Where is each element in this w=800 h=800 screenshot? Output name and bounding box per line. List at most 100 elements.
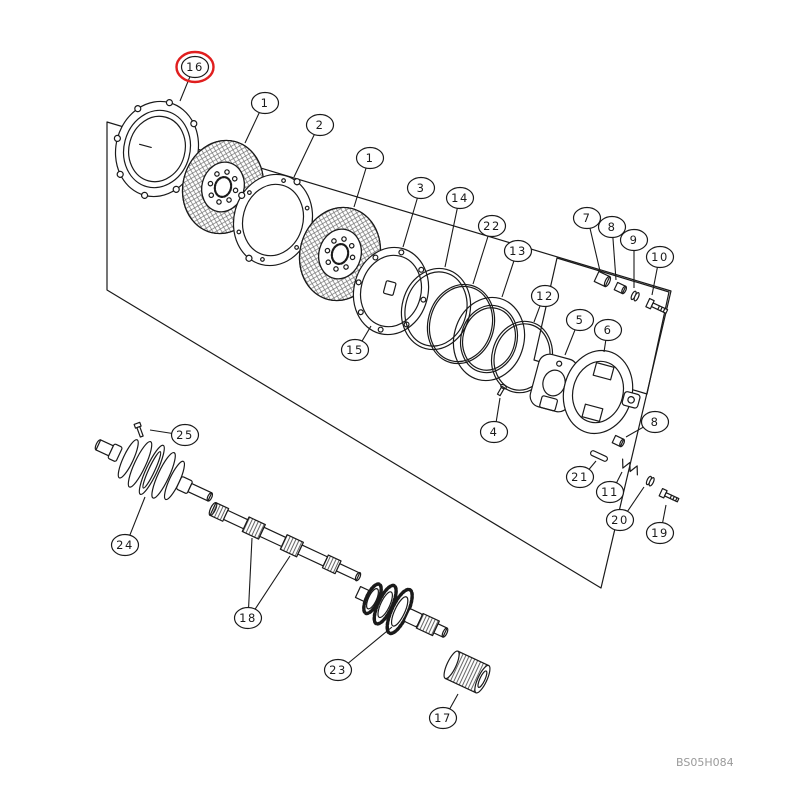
callout-number: 7 [583, 211, 592, 225]
callout-number: 8 [608, 220, 617, 234]
callout-number: 12 [536, 289, 554, 303]
callout-leader-line [444, 208, 458, 268]
callout-12: 12 [530, 284, 560, 323]
part-sleeve-7 [593, 270, 612, 288]
callout-23: 23 [323, 626, 393, 682]
callout-number: 13 [509, 244, 527, 258]
callout-5: 5 [564, 308, 595, 356]
callout-number: 11 [601, 485, 619, 499]
part-splined-shaft-18 [208, 501, 362, 582]
callout-20: 20 [605, 486, 645, 532]
hardware-box [533, 257, 670, 395]
callout-16: 16 [175, 50, 215, 102]
part-bolt-25 [133, 421, 144, 438]
part-bushing-8b [611, 434, 626, 448]
callout-balloon [572, 206, 602, 230]
callout-number: 4 [490, 425, 499, 439]
callout-leader-line [625, 426, 645, 438]
callout-10: 10 [645, 245, 675, 296]
callout-21: 21 [565, 460, 597, 489]
callout-leader-line [495, 397, 501, 422]
callout-balloon [503, 239, 533, 263]
part-washer-9 [630, 290, 640, 302]
callout-leader-line [293, 134, 315, 178]
callout-balloon [180, 55, 210, 79]
callout-balloon [530, 284, 560, 308]
part-washer-20 [645, 475, 655, 487]
callout-15: 15 [340, 325, 372, 362]
callout-number: 18 [239, 611, 257, 625]
callout-leader-line [615, 471, 623, 484]
callout-leader-line [347, 626, 393, 664]
callout-balloon [323, 658, 353, 682]
callout-leader-line [361, 325, 372, 342]
callout-leader-line [501, 260, 515, 298]
part-carrier-plate-6 [562, 349, 641, 435]
part-o-ring-22 [426, 283, 496, 365]
callout-balloon [593, 318, 623, 342]
callout-balloon [355, 146, 385, 170]
callout-number: 10 [651, 250, 669, 264]
callout-4: 4 [479, 397, 509, 444]
part-retainer-ring-13 [452, 296, 526, 382]
callout-balloon [170, 423, 200, 447]
callout-leader-line [533, 305, 541, 323]
callout-leader-line [662, 504, 667, 523]
callout-number: 25 [176, 428, 194, 442]
callout-number: 2 [316, 118, 325, 132]
callout-number: 20 [611, 513, 629, 527]
callout-balloon [445, 186, 475, 210]
callout-number: 9 [630, 233, 639, 247]
callout-19: 19 [645, 504, 675, 545]
part-bolt-10 [645, 297, 669, 314]
callout-leader-line [651, 267, 658, 296]
sheet-border [106, 121, 672, 589]
callout-1: 1 [244, 91, 280, 144]
callout-8: 8 [625, 410, 670, 438]
callout-balloon [595, 480, 625, 504]
callout-balloon [565, 308, 595, 332]
part-pinned-plate-3 [352, 246, 430, 336]
callout-17: 17 [428, 693, 459, 730]
callout-leader-line [589, 228, 601, 272]
callout-balloon [340, 338, 370, 362]
callout-number: 3 [417, 181, 426, 195]
callout-balloon [565, 465, 595, 489]
callout-number: 8 [651, 415, 660, 429]
callout-number: 24 [116, 538, 134, 552]
callout-24: 24 [110, 496, 146, 557]
part-spring-11 [622, 458, 638, 476]
callout-13: 13 [501, 239, 533, 298]
callout-balloon [645, 245, 675, 269]
callout-number: 16 [186, 60, 204, 74]
callout-11: 11 [595, 471, 625, 504]
callout-leader-line [472, 235, 489, 285]
callout-balloon [428, 706, 458, 730]
callout-leader-line [612, 237, 617, 281]
callout-1: 1 [353, 146, 385, 208]
callouts: 1612131422137891012155648211120192524182… [110, 50, 675, 730]
part-shaft-clutch-pack-24 [94, 439, 214, 502]
callout-14: 14 [444, 186, 475, 268]
callout-balloon [640, 410, 670, 434]
figure-code-label: BS05H084 [676, 756, 734, 769]
callout-number: 17 [434, 711, 452, 725]
callout-number: 21 [571, 470, 589, 484]
callout-number: 22 [483, 219, 501, 233]
callout-number: 23 [329, 663, 347, 677]
callout-balloon [305, 113, 335, 137]
callout-7: 7 [572, 206, 602, 272]
part-pin-21 [590, 450, 608, 462]
callout-balloon [477, 214, 507, 238]
part-screw-4 [496, 383, 507, 397]
callout-18: 18 [233, 537, 291, 630]
callout-balloon [110, 533, 140, 557]
callout-number: 5 [576, 313, 585, 327]
callout-balloon [479, 420, 509, 444]
part-roller-bearing-17 [443, 650, 491, 694]
callout-number: 1 [366, 151, 375, 165]
callout-leader-line [564, 329, 576, 356]
callout-balloon [605, 508, 635, 532]
